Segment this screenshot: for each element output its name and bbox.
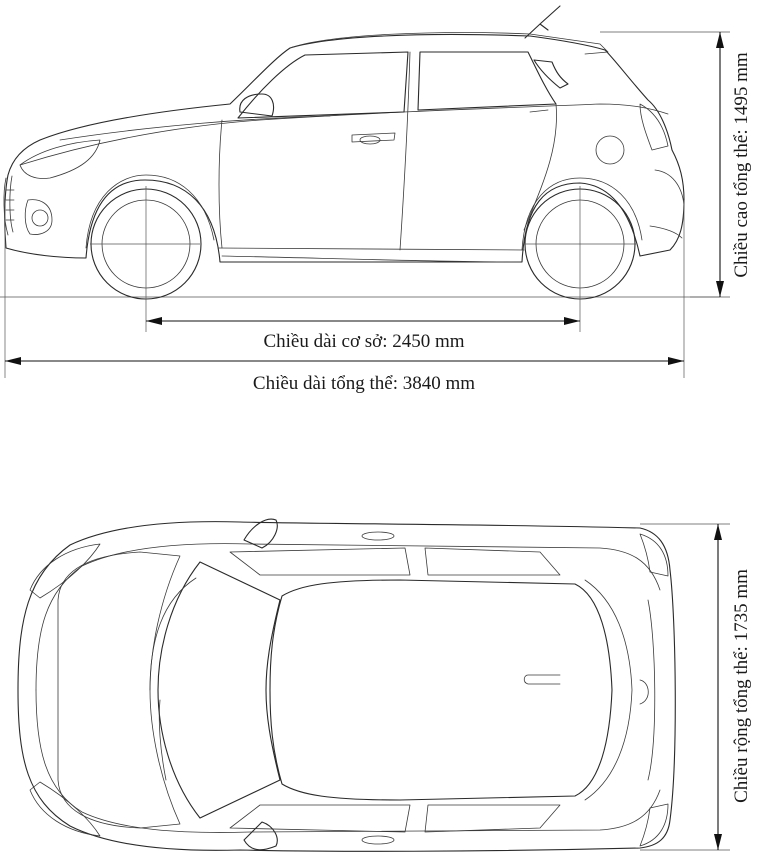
top-rear-window <box>584 579 633 801</box>
side-front-door <box>218 119 223 249</box>
side-door-handle-rear <box>529 109 549 113</box>
side-body-outline <box>4 33 685 263</box>
top-door-handle-left <box>361 531 395 541</box>
overall-height-label: Chiều cao tổng thể: 1495 mm <box>731 52 752 278</box>
top-headlamp-right <box>29 781 101 837</box>
top-side-window-right <box>229 804 561 833</box>
top-headlamp-left <box>29 543 101 599</box>
side-grille <box>3 175 14 236</box>
side-front-wheel <box>85 174 215 300</box>
overall-length-dimension <box>5 357 684 365</box>
top-body-outline <box>17 521 676 852</box>
top-mirror-right <box>243 821 278 851</box>
overall-height-dimension <box>716 32 724 297</box>
side-rear-window <box>417 51 557 111</box>
side-door-handle-front <box>351 132 396 143</box>
overall-width-label: Chiều rộng tổng thể: 1735 mm <box>731 569 752 803</box>
side-headlamp <box>19 139 101 179</box>
side-quarter-window <box>533 59 569 89</box>
side-tail-lamp <box>639 103 669 151</box>
top-tail-lamp-left <box>639 533 669 577</box>
side-view: Chiều dài cơ sở: 2450 mm Chiều dài tổng … <box>0 5 752 394</box>
top-wiper-right <box>158 699 167 781</box>
top-side-window-left <box>229 547 561 576</box>
wheelbase-label: Chiều dài cơ sở: 2450 mm <box>263 331 464 352</box>
top-antenna <box>523 674 561 685</box>
side-mirror <box>239 93 275 117</box>
top-hood <box>57 551 181 829</box>
side-sill <box>217 247 525 251</box>
top-tail-lamp-right <box>639 803 669 847</box>
overall-width-dimension <box>714 524 722 850</box>
top-windshield <box>157 561 281 819</box>
side-fuel-cap <box>595 135 625 165</box>
wheelbase-dimension <box>146 317 580 325</box>
top-mirror-left <box>243 518 278 549</box>
top-door-handle-right <box>361 835 395 845</box>
overall-length-label: Chiều dài tổng thể: 3840 mm <box>253 373 475 394</box>
top-view: Chiều rộng tổng thể: 1735 mm <box>17 518 752 852</box>
side-rear-wheel <box>521 177 643 300</box>
side-antenna <box>524 5 561 39</box>
side-fog-lamp <box>24 199 53 235</box>
side-beltline <box>19 103 669 166</box>
side-front-window <box>237 51 409 119</box>
top-wiper-left <box>149 577 197 691</box>
top-roof <box>269 579 613 801</box>
